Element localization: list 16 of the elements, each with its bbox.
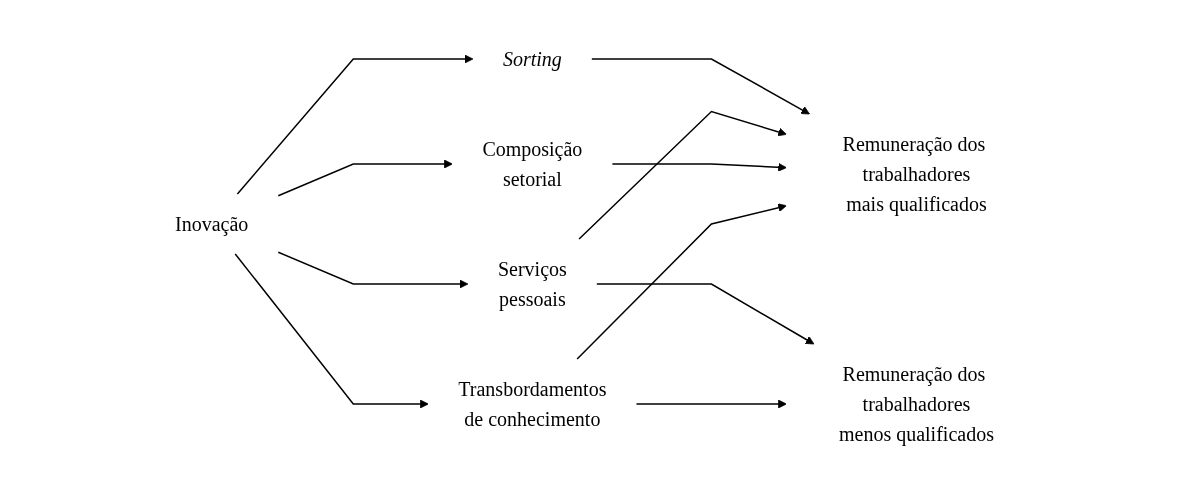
arrow (578, 110, 788, 240)
node-text: Serviços pessoais (498, 258, 568, 310)
arrow (635, 399, 788, 409)
arrow (277, 251, 469, 289)
node-text: Composição setorial (482, 138, 583, 190)
node-text: Remuneração dos trabalhadores menos qualificados (839, 363, 995, 445)
arrow (236, 54, 474, 195)
arrow (591, 58, 811, 115)
node-text: Transbordamentos de conhecimento (458, 378, 607, 430)
node-text: Remuneração dos trabalhadores mais qualificados (842, 133, 987, 215)
arrow (596, 283, 815, 345)
node-text: Inovação (175, 213, 249, 235)
node-text: Sorting (503, 48, 563, 70)
arrow (234, 253, 429, 409)
arrow (576, 203, 788, 360)
arrow (611, 162, 788, 172)
